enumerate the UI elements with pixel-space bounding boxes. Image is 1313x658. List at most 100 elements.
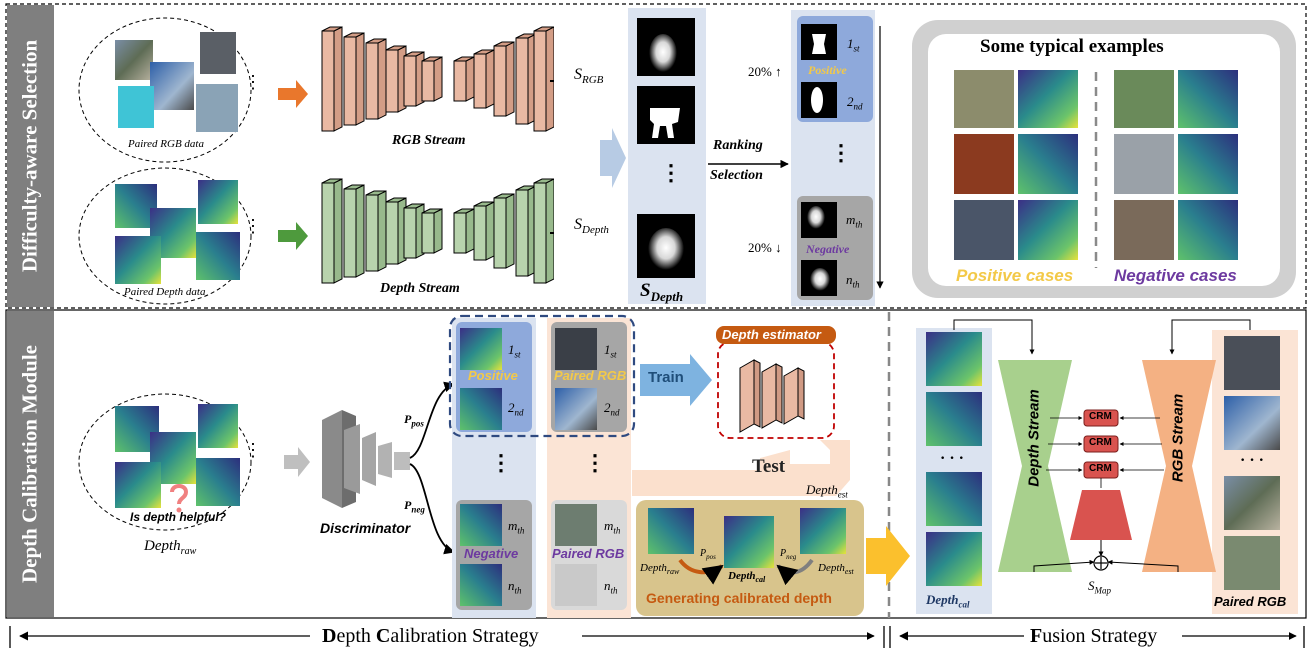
gen-depth-cal-label: Depthcal [728,570,766,585]
s-rgb-label: SRGB [574,66,604,87]
depth-raw-label: Depthraw [144,538,197,557]
stream-block-side [355,32,365,126]
stream-block-face [493,197,507,269]
paired-rgb-pos-label: Paired RGB [554,368,627,383]
stream-block-face [403,207,417,259]
stream-block-face [533,30,547,132]
fusion-rgb-dots: · · · [1240,452,1265,469]
test-label: Test [752,456,786,477]
stream-block-face [515,37,529,125]
stream-block-side [505,193,515,269]
depth-pool-dots: ⋮ [244,216,262,236]
stream-block-face [321,30,335,132]
stream-block-face [453,212,467,254]
s-depth-vdots: ⋮ [660,160,682,185]
rgb-stream [318,26,572,136]
stream-block-face [421,212,435,254]
stream-block-side [485,49,495,109]
depth-est-label: Depthest [806,482,848,500]
discriminator-label: Discriminator [320,520,411,536]
rgb-rank-2nd: 2nd [604,400,620,418]
stream-block-face [343,188,357,278]
stream-block-side [333,178,343,284]
positive-cases-label: Positive cases [956,266,1074,285]
stream-block-face [473,205,487,261]
bottom-pool-dots: ⋮ [244,440,262,460]
stream-block-side [505,41,515,117]
ranking-label: Ranking [713,138,763,153]
s-depth-label: SDepth [574,216,609,237]
rgb-pool-dots: ⋮ [244,72,262,92]
stream-block-face [385,49,399,113]
crm-block-1: CRM [1089,411,1112,422]
stream-block-face [321,182,335,284]
stream-block-side [545,178,555,284]
depth-helpful-question: Is depth helpful? [130,510,226,524]
depth-stream [318,178,572,288]
stream-block-face [385,201,399,265]
rank-2nd: 2nd [847,94,863,112]
fusion-depth-dots: · · · [940,450,965,467]
fusion-paired-rgb-label: Paired RGB [1214,594,1287,609]
stream-block-side [355,184,365,278]
rgb-pool-caption: Paired RGB data [128,138,204,150]
fusion-depth-stream-label: Depth Stream [1025,389,1043,487]
bottom-rank-2nd: 2nd [508,400,524,418]
rgb-stream-label: RGB Stream [392,133,466,148]
stream-block-side [465,208,475,254]
gen-depth-est-label: Depthest [818,562,854,577]
stream-block-side [465,56,475,102]
stream-block-face [533,182,547,284]
rgb-rank-mth: mth [604,518,621,536]
bottom-pos-vdots: ⋮ [490,450,512,475]
stream-block-side [485,201,495,261]
gen-depth-raw-label: Depthraw [640,562,680,577]
stream-block-side [433,56,443,102]
bottom-negative-label: Negative [464,546,519,561]
negative-cases-label: Negative cases [1114,266,1237,285]
examples-title: Some typical examples [980,36,1164,57]
train-label: Train [648,369,684,386]
top-negative-label: Negative [806,242,850,256]
stream-block-face [453,60,467,102]
stream-block-face [515,189,529,277]
top-percent-label: 20% ↑ [748,64,782,79]
depth-estimator-label: Depth estimator [722,327,821,342]
bottom-rank-nth: nth [508,578,522,596]
stream-block-side [333,26,343,132]
paired-rgb-neg-label: Paired RGB [552,546,625,561]
stream-block-face [473,53,487,109]
rank-1st: 1st [847,36,860,54]
bottom-rank-mth: mth [508,518,525,536]
depth-stream-label: Depth Stream [380,281,460,296]
rank-nth: nth [846,272,860,290]
stream-block-face [343,36,357,126]
stream-block-face [493,45,507,117]
rgb-vdots: ⋮ [584,450,606,475]
depth-pool-caption: Paired Depth data [124,286,206,298]
top-positive-label: Positive [808,63,847,77]
rgb-rank-nth: nth [604,578,618,596]
stream-block-face [403,55,417,107]
stream-block-face [365,194,379,272]
bottom-positive-label: Positive [468,368,518,383]
fusion-rgb-stream-label: RGB Stream [1169,393,1187,483]
fusion-strategy-title: Fusion Strategy [1030,625,1158,647]
stream-block-face [365,42,379,120]
selection-label: Selection [710,168,763,183]
s-depth-column-label: SDepth [640,280,684,304]
gen-p-pos-label: Ppos [700,548,716,561]
calibration-strategy-title: Depth Calibration Strategy [322,625,539,647]
generating-label: Generating calibrated depth [646,590,832,606]
crm-block-2: CRM [1089,437,1112,448]
rank-mth: mth [846,212,863,230]
stream-block-side [433,208,443,254]
gen-p-neg-label: Pneg [780,548,797,561]
fusion-depth-cal-label: Depthcal [926,592,970,610]
stream-block-side [377,190,387,272]
top-side-label: Difficulty-aware Selection [17,39,42,273]
stream-block-side [545,26,555,132]
p-pos-label: Ppos [404,412,424,429]
